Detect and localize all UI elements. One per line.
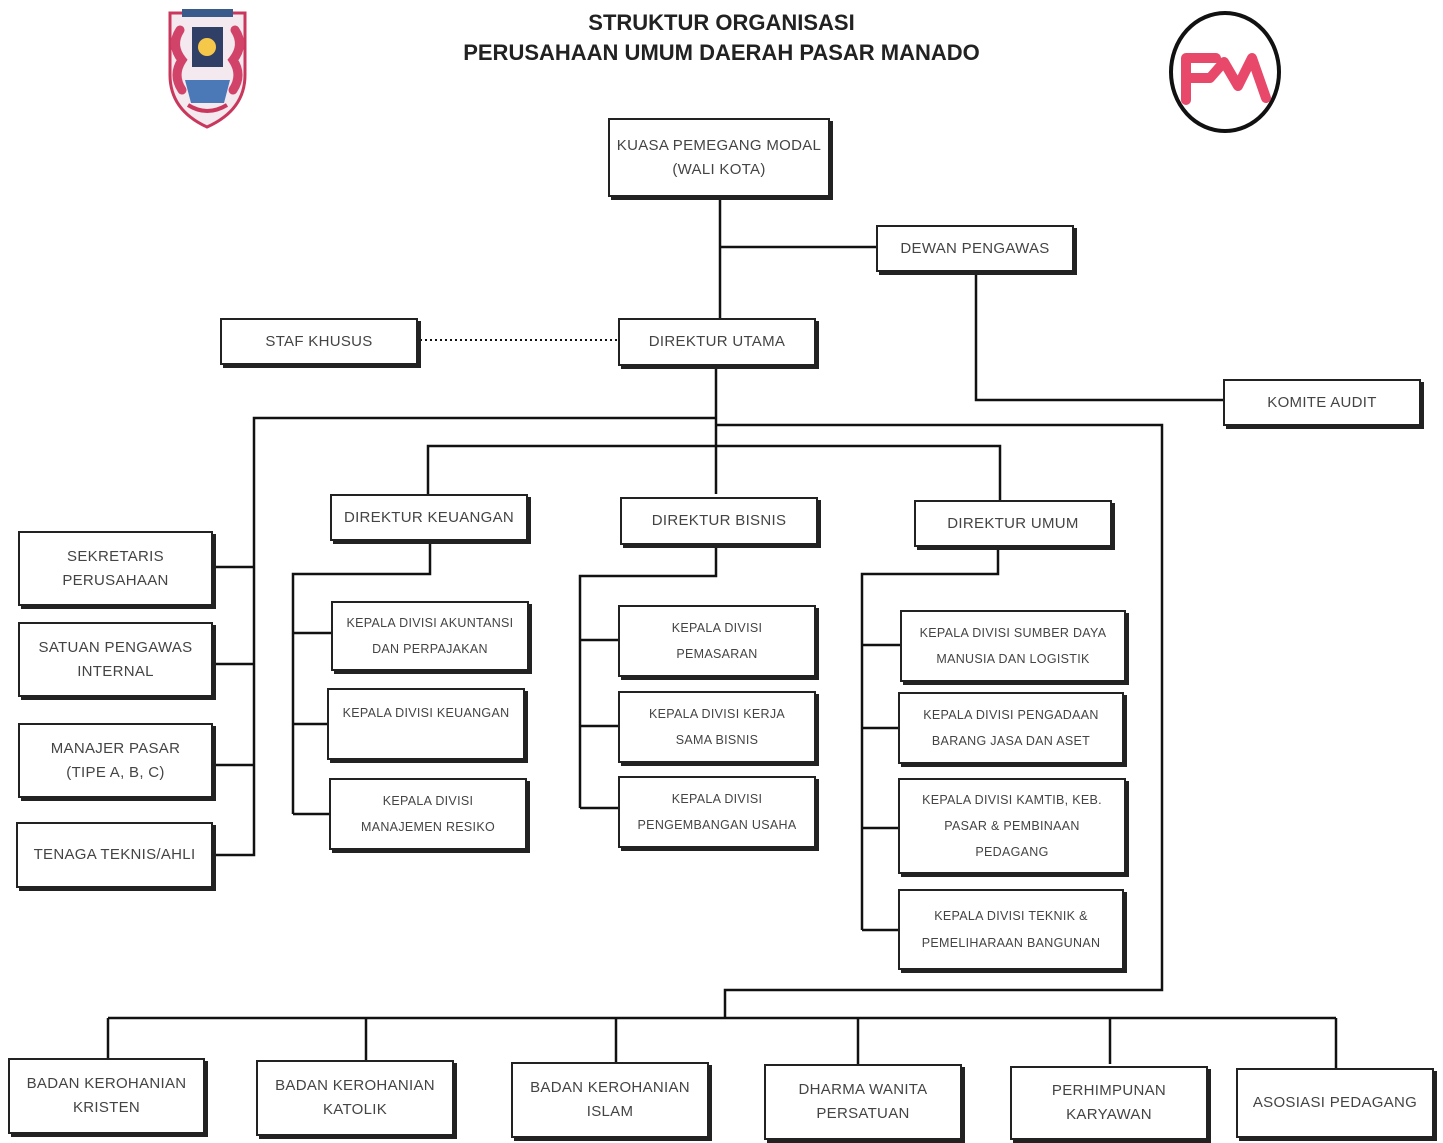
- node-direktur-bisnis: DIREKTUR BISNIS: [620, 497, 818, 545]
- node-kadiv-pengadaan: KEPALA DIVISI PENGADAAN BARANG JASA DAN …: [898, 692, 1124, 764]
- node-kadiv-akuntansi: KEPALA DIVISI AKUNTANSI DAN PERPAJAKAN: [331, 601, 529, 671]
- node-komite-audit: KOMITE AUDIT: [1223, 379, 1421, 426]
- node-label: DIREKTUR UTAMA: [648, 333, 786, 350]
- node-label: KEPALA DIVISI MANAJEMEN RESIKO: [361, 793, 495, 834]
- node-badan-kerohanian-katolik: BADAN KEROHANIAN KATOLIK: [256, 1060, 454, 1136]
- node-kuasa-pemegang-modal: KUASA PEMEGANG MODAL (WALI KOTA): [608, 118, 830, 197]
- node-badan-kerohanian-kristen: BADAN KEROHANIAN KRISTEN: [8, 1058, 205, 1134]
- node-label: DEWAN PENGAWAS: [900, 239, 1050, 257]
- node-label: MANAJER PASAR (TIPE A, B, C): [50, 739, 181, 781]
- node-label: KEPALA DIVISI PEMASARAN: [671, 620, 763, 661]
- node-satuan-pengawas-internal: SATUAN PENGAWAS INTERNAL: [18, 622, 213, 697]
- node-label: SATUAN PENGAWAS INTERNAL: [38, 638, 193, 680]
- node-kadiv-sdm-logistik: KEPALA DIVISI SUMBER DAYA MANUSIA DAN LO…: [900, 610, 1126, 682]
- chart-title: STRUKTUR ORGANISASI: [588, 10, 855, 35]
- node-label: PERHIMPUNAN KARYAWAN: [1051, 1082, 1167, 1123]
- node-kadiv-pengembangan-usaha: KEPALA DIVISI PENGEMBANGAN USAHA: [618, 776, 816, 848]
- node-staf-khusus: STAF KHUSUS: [220, 318, 418, 365]
- city-emblem-logo: [168, 9, 247, 129]
- node-asosiasi-pedagang: ASOSIASI PEDAGANG: [1236, 1068, 1434, 1138]
- node-tenaga-teknis: TENAGA TEKNIS/AHLI: [16, 822, 213, 888]
- node-dharma-wanita-persatuan: DHARMA WANITA PERSATUAN: [764, 1064, 962, 1140]
- node-label: DIREKTUR KEUANGAN: [343, 508, 515, 526]
- node-kadiv-pemasaran: KEPALA DIVISI PEMASARAN: [618, 605, 816, 677]
- node-label: KEPALA DIVISI TEKNIK & PEMELIHARAAN BANG…: [921, 909, 1101, 950]
- node-label: DIREKTUR BISNIS: [651, 512, 787, 529]
- node-label: TENAGA TEKNIS/AHLI: [33, 846, 196, 863]
- node-label: KUASA PEMEGANG MODAL (WALI KOTA): [616, 136, 822, 178]
- node-direktur-umum: DIREKTUR UMUM: [914, 500, 1112, 547]
- node-direktur-utama: DIREKTUR UTAMA: [618, 318, 816, 366]
- node-label: DIREKTUR UMUM: [947, 514, 1079, 532]
- node-label: KEPALA DIVISI KEUANGAN: [342, 706, 510, 720]
- node-label: DHARMA WANITA PERSATUAN: [798, 1081, 928, 1122]
- node-label: BADAN KEROHANIAN ISLAM: [530, 1079, 690, 1120]
- node-label: BADAN KEROHANIAN KATOLIK: [275, 1077, 435, 1118]
- node-direktur-keuangan: DIREKTUR KEUANGAN: [330, 494, 528, 541]
- node-perhimpunan-karyawan: PERHIMPUNAN KARYAWAN: [1010, 1066, 1208, 1140]
- node-manajer-pasar: MANAJER PASAR (TIPE A, B, C): [18, 723, 213, 798]
- node-badan-kerohanian-islam: BADAN KEROHANIAN ISLAM: [511, 1062, 709, 1138]
- node-label: SEKRETARIS PERUSAHAAN: [62, 547, 169, 589]
- node-label: KEPALA DIVISI KERJA SAMA BISNIS: [648, 706, 786, 747]
- node-label: BADAN KEROHANIAN KRISTEN: [26, 1075, 187, 1116]
- node-label: ASOSIASI PEDAGANG: [1252, 1094, 1418, 1111]
- chart-subtitle: PERUSAHAAN UMUM DAERAH PASAR MANADO: [463, 40, 980, 65]
- node-label: KEPALA DIVISI KAMTIB, KEB. PASAR & PEMBI…: [922, 792, 1102, 860]
- node-label: STAF KHUSUS: [265, 332, 373, 350]
- node-kadiv-kamtib: KEPALA DIVISI KAMTIB, KEB. PASAR & PEMBI…: [898, 778, 1126, 874]
- pm-logo: [1169, 11, 1281, 133]
- node-label: KEPALA DIVISI AKUNTANSI DAN PERPAJAKAN: [346, 615, 514, 656]
- node-sekretaris-perusahaan: SEKRETARIS PERUSAHAAN: [18, 531, 213, 606]
- node-label: KOMITE AUDIT: [1267, 393, 1377, 411]
- node-kadiv-keuangan: KEPALA DIVISI KEUANGAN: [327, 688, 525, 760]
- node-label: KEPALA DIVISI PENGADAAN BARANG JASA DAN …: [923, 707, 1099, 748]
- node-label: KEPALA DIVISI SUMBER DAYA MANUSIA DAN LO…: [919, 625, 1107, 666]
- node-label: KEPALA DIVISI PENGEMBANGAN USAHA: [637, 791, 797, 832]
- node-kadiv-kerjasama-bisnis: KEPALA DIVISI KERJA SAMA BISNIS: [618, 691, 816, 763]
- node-kadiv-manajemen-resiko: KEPALA DIVISI MANAJEMEN RESIKO: [329, 778, 527, 850]
- node-dewan-pengawas: DEWAN PENGAWAS: [876, 225, 1074, 272]
- node-kadiv-teknik: KEPALA DIVISI TEKNIK & PEMELIHARAAN BANG…: [898, 889, 1124, 970]
